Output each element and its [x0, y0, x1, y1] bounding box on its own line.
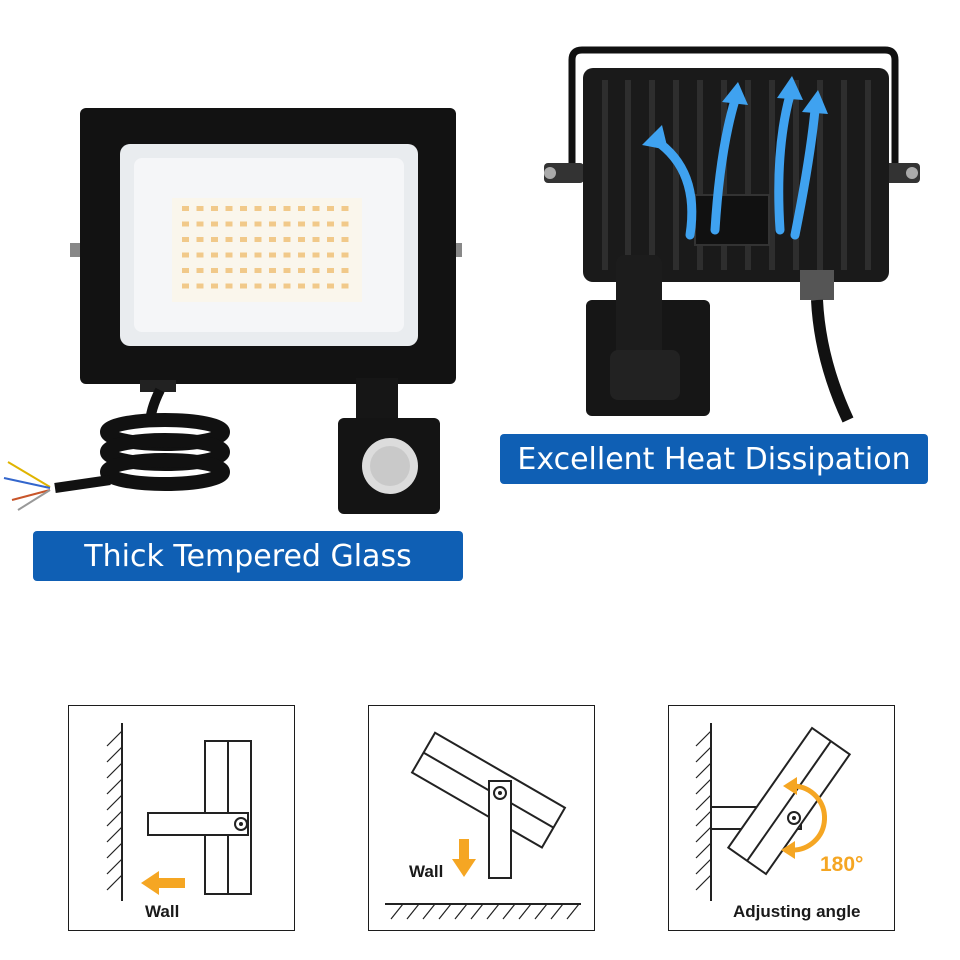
- led-chip: [269, 268, 276, 273]
- led-chip: [196, 268, 204, 273]
- led-chip: [327, 221, 334, 227]
- mounting-diagram-angle: 180° Adjusting angle: [668, 705, 895, 931]
- mounting-diagram-ground: Wall: [368, 705, 595, 931]
- led-chip: [254, 206, 262, 211]
- banner-text-back: Excellent Heat Dissipation: [517, 441, 911, 477]
- arrow-left-icon: [141, 871, 185, 895]
- led-chip: [254, 268, 262, 273]
- led-chip: [269, 252, 276, 258]
- banner-text-front: Thick Tempered Glass: [84, 538, 412, 574]
- led-chip: [182, 221, 189, 227]
- led-chip: [341, 268, 349, 273]
- led-chip: [240, 252, 247, 258]
- led-chip: [211, 237, 218, 242]
- led-chip: [283, 206, 291, 211]
- feature-banner-back: Excellent Heat Dissipation: [500, 434, 928, 484]
- led-chip: [269, 283, 276, 289]
- airflow-arrows: [650, 90, 820, 240]
- rotate-arrow-icon: [783, 777, 797, 795]
- led-chip: [312, 268, 320, 273]
- led-chip: [254, 237, 262, 242]
- led-chip: [196, 252, 204, 258]
- led-chip: [327, 283, 334, 289]
- led-chip: [312, 252, 320, 258]
- led-chip: [341, 237, 349, 242]
- angle-value: 180°: [820, 853, 864, 876]
- led-chip: [341, 252, 349, 258]
- angle-adjust-illustration: [695, 723, 852, 901]
- led-chip: [312, 237, 320, 242]
- led-chip: [254, 221, 262, 227]
- wall-label-ground: Wall: [409, 862, 444, 881]
- led-chip: [211, 283, 218, 289]
- led-chip: [327, 268, 334, 273]
- led-chip: [254, 283, 262, 289]
- ground-mount-illustration: [385, 731, 581, 920]
- led-chip: [283, 221, 291, 227]
- led-chip: [269, 237, 276, 242]
- led-chip: [225, 206, 233, 211]
- led-chip: [298, 206, 305, 211]
- led-chip: [341, 283, 349, 289]
- led-chip: [240, 268, 247, 273]
- mounting-diagram-wall: Wall: [68, 705, 295, 931]
- led-chip: [225, 237, 233, 242]
- led-chip: [182, 268, 189, 273]
- led-chip: [182, 252, 189, 258]
- led-chip: [298, 268, 305, 273]
- led-chip: [269, 221, 276, 227]
- led-chip: [240, 237, 247, 242]
- led-chip: [327, 252, 334, 258]
- led-chip: [283, 237, 291, 242]
- led-chip: [327, 237, 334, 242]
- led-chip: [298, 252, 305, 258]
- led-chip: [341, 221, 349, 227]
- led-chip: [196, 237, 204, 242]
- led-chip: [196, 206, 204, 211]
- led-chip: [283, 252, 291, 258]
- led-chip: [283, 268, 291, 273]
- led-chip: [225, 268, 233, 273]
- led-chip: [225, 252, 233, 258]
- led-chip: [254, 252, 262, 258]
- led-chip: [225, 283, 233, 289]
- led-chip: [196, 283, 204, 289]
- led-chip: [312, 206, 320, 211]
- led-chip: [269, 206, 276, 211]
- wall-mount-illustration: [106, 723, 252, 901]
- led-chip: [225, 221, 233, 227]
- led-grid: [182, 206, 349, 289]
- led-chip: [182, 283, 189, 289]
- led-chip: [182, 237, 189, 242]
- led-chip: [211, 268, 218, 273]
- floodlight-back-image: [544, 46, 920, 423]
- led-chip: [211, 206, 218, 211]
- feature-banner-front: Thick Tempered Glass: [33, 531, 463, 581]
- led-chip: [240, 283, 247, 289]
- floodlight-front-image: [3, 108, 462, 514]
- arrow-down-icon: [452, 839, 476, 877]
- led-chip: [283, 283, 291, 289]
- led-chip: [298, 283, 305, 289]
- led-chip: [298, 237, 305, 242]
- led-chip: [327, 206, 334, 211]
- led-chip: [240, 206, 247, 211]
- led-chip: [211, 252, 218, 258]
- adjusting-angle-label: Adjusting angle: [733, 902, 861, 921]
- led-chip: [298, 221, 305, 227]
- led-chip: [196, 221, 204, 227]
- led-chip: [240, 221, 247, 227]
- led-chip: [182, 206, 189, 211]
- wall-label: Wall: [145, 902, 180, 921]
- led-chip: [341, 206, 349, 211]
- led-chip: [211, 221, 218, 227]
- led-chip: [312, 283, 320, 289]
- led-chip: [312, 221, 320, 227]
